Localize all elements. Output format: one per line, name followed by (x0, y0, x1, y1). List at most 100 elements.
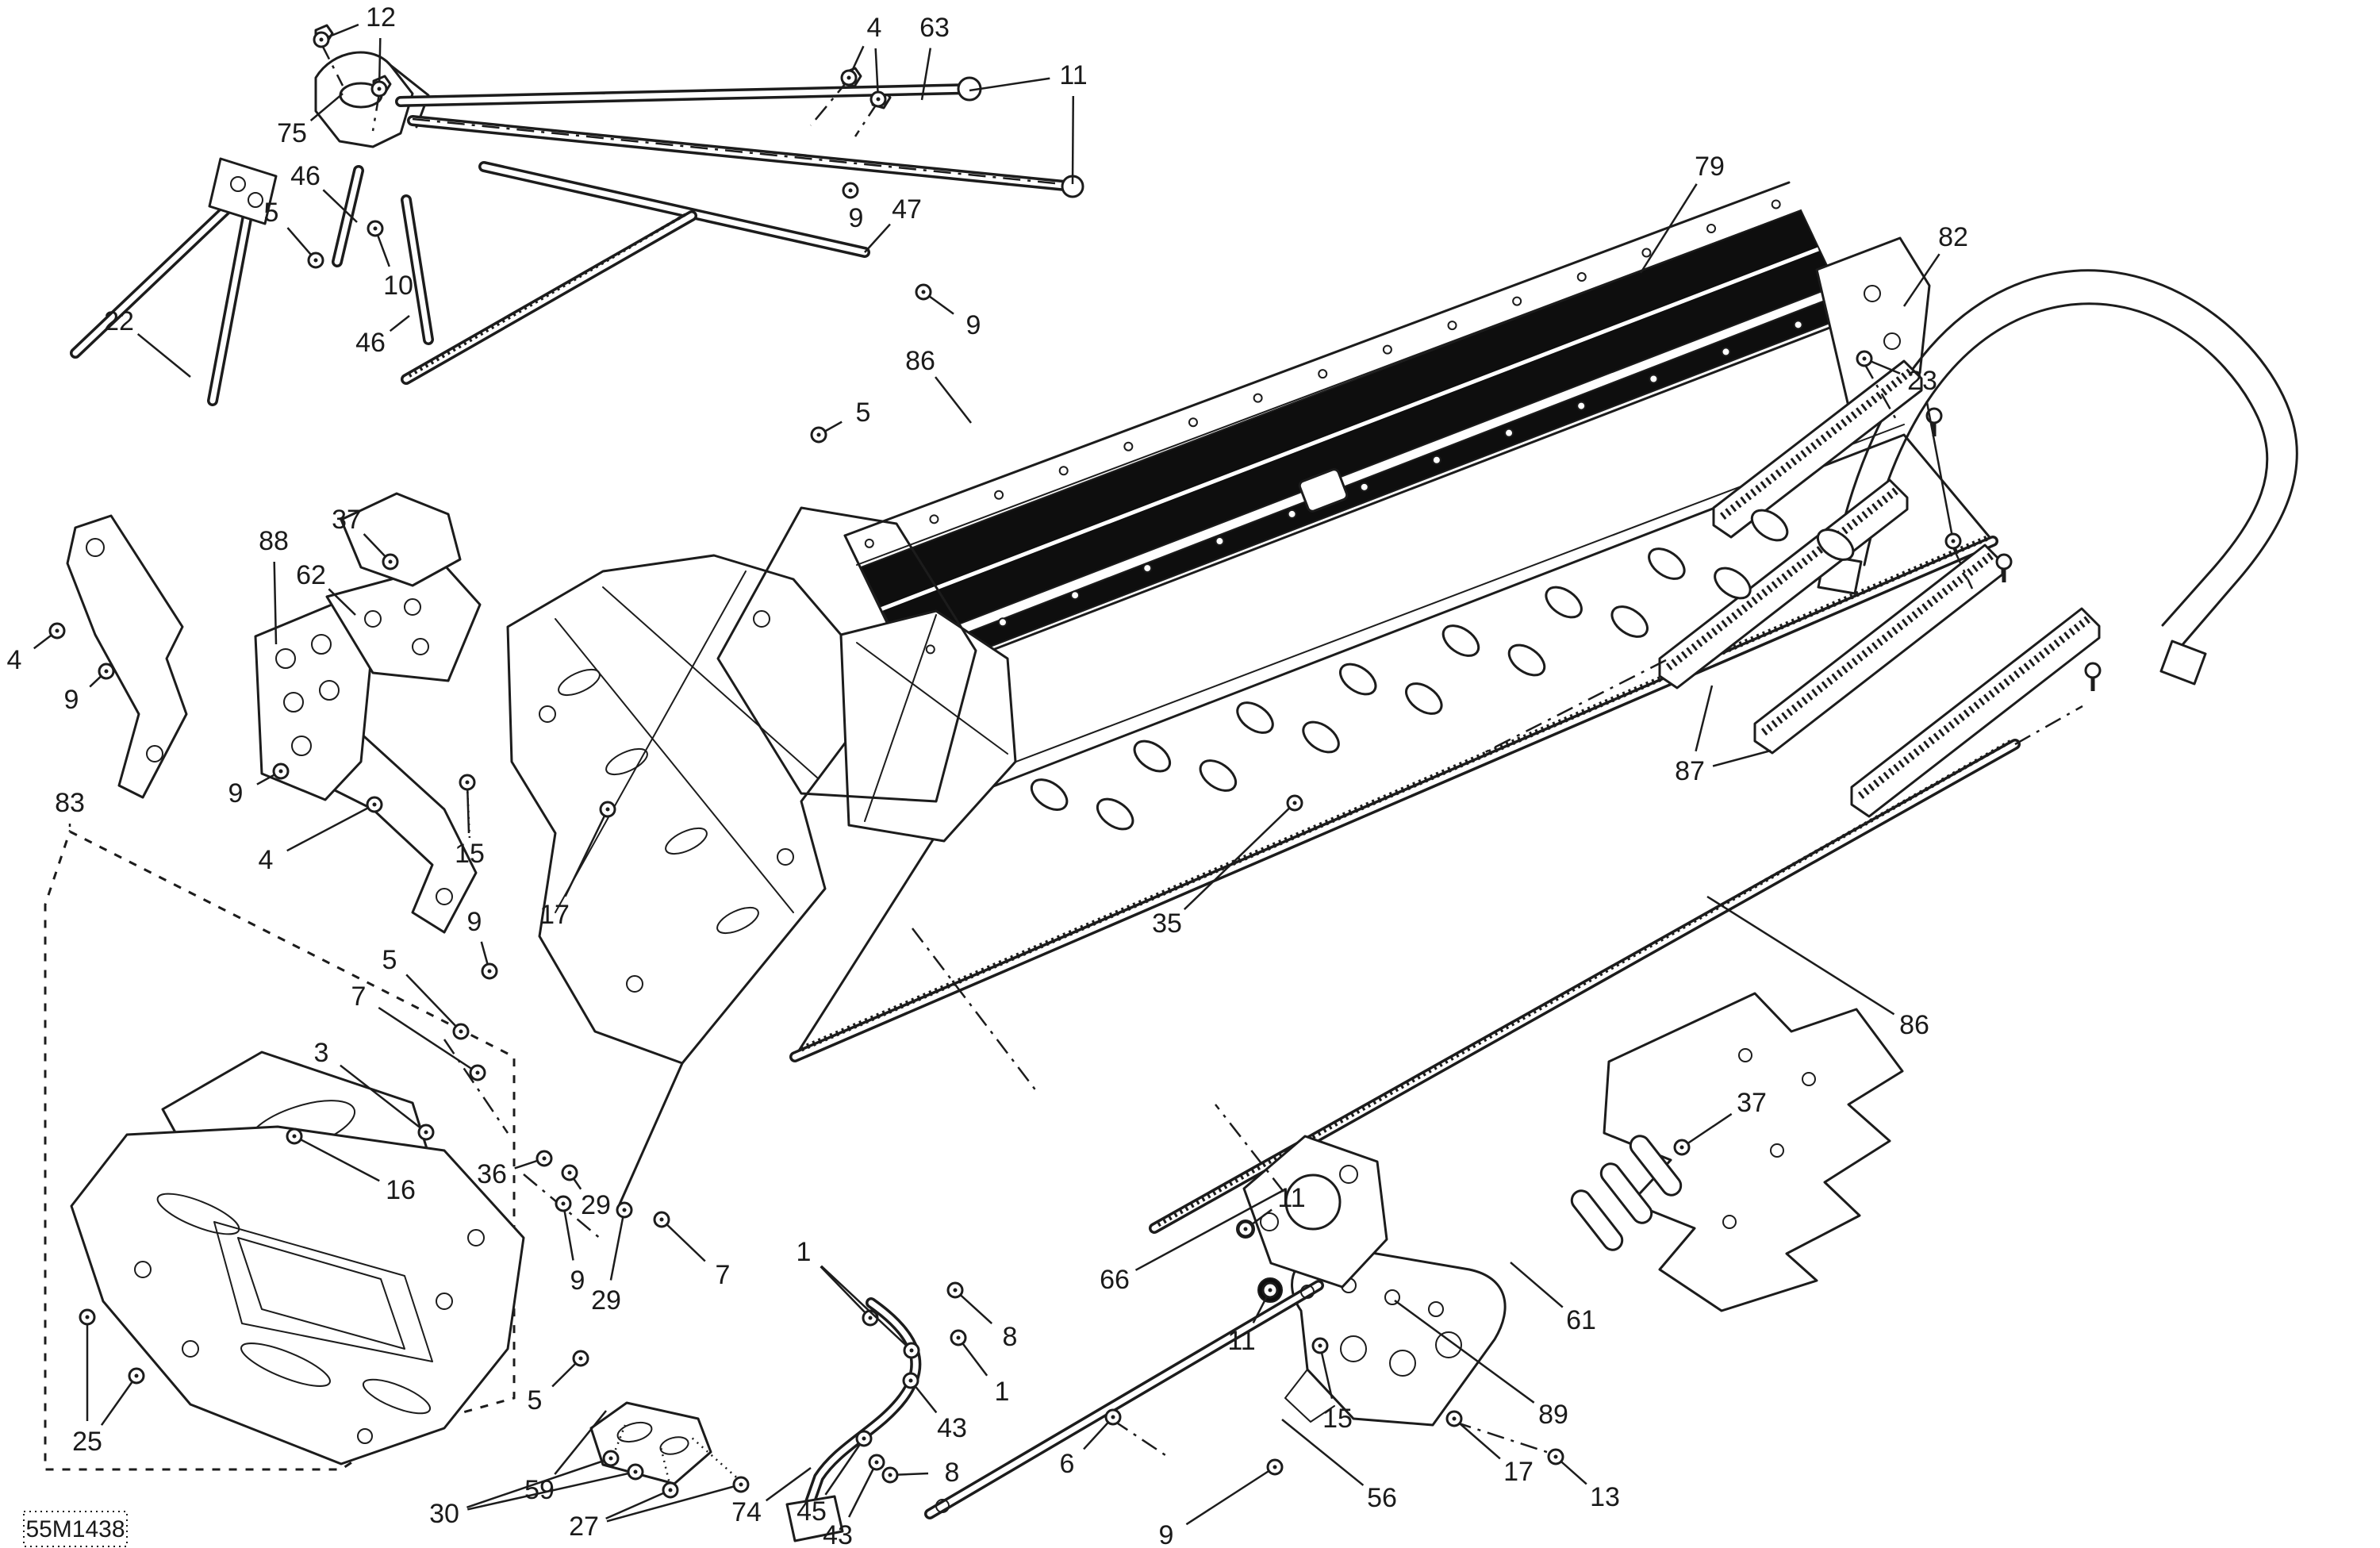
tunnel-face-edge (911, 317, 1854, 682)
leader-line (935, 376, 972, 424)
leader-line (1394, 1299, 1535, 1404)
leader-line (1712, 749, 1772, 767)
leader-line (554, 1410, 607, 1475)
slot (716, 906, 759, 935)
callout-75-1: 75 (277, 118, 307, 148)
teardrop-hole (1236, 701, 1274, 734)
tunnel-assembly (789, 181, 1998, 1062)
fastener-center (1951, 539, 1956, 544)
fastener-center (85, 1315, 90, 1319)
leader-line (1185, 1465, 1276, 1526)
callout-46-2: 46 (290, 161, 321, 191)
align (1952, 547, 1974, 590)
callout-88-22: 88 (259, 526, 289, 556)
leader-line (405, 974, 462, 1032)
leader-line (340, 1064, 427, 1133)
fastener-center (1862, 356, 1867, 361)
steering-support (314, 24, 892, 148)
callout-89-61: 89 (1538, 1400, 1568, 1430)
fastener-center (1273, 1465, 1277, 1469)
teardrop-hole (1441, 624, 1480, 657)
hole (134, 1261, 152, 1278)
bulkhead-brace (602, 586, 818, 778)
module-slot (240, 1342, 331, 1387)
rivet (1123, 441, 1134, 451)
ski-leg-left (66, 514, 188, 799)
hole (1802, 1072, 1816, 1086)
teardrop-hole (1648, 547, 1686, 580)
callout-9-31: 9 (467, 907, 482, 937)
leader-line (309, 93, 344, 121)
callout-27-45: 27 (569, 1512, 599, 1542)
big-hole (1389, 1350, 1416, 1377)
screw (2084, 662, 2102, 679)
big-hole (1435, 1331, 1462, 1358)
hole (319, 680, 340, 701)
fastener-center (372, 802, 377, 807)
callout-43-48: 43 (823, 1520, 853, 1548)
callout-13-63: 13 (1590, 1482, 1620, 1512)
fastener-center (1292, 801, 1297, 805)
leader-line (1925, 401, 1955, 542)
fastener-center (846, 75, 851, 80)
heat-exchanger-seam (880, 247, 1819, 612)
callout-4-7: 4 (867, 13, 882, 43)
fastener-center (578, 1356, 583, 1361)
pivot-hole (436, 888, 453, 905)
teardrop-hole (1199, 759, 1238, 792)
rivet (1706, 223, 1717, 233)
leader-line (322, 189, 358, 223)
leader-line (1183, 802, 1296, 911)
bracket-59 (589, 1401, 712, 1485)
fin (1629, 1135, 1683, 1197)
leader-line (920, 48, 932, 101)
leader-line (1319, 1345, 1334, 1399)
fastener-center (668, 1488, 673, 1492)
callout-9-58: 9 (1159, 1520, 1174, 1548)
rivet (1576, 401, 1587, 411)
align (691, 1437, 742, 1482)
hole (1339, 1165, 1358, 1184)
teardrop-hole (1610, 605, 1649, 638)
callout-25-41: 25 (72, 1427, 102, 1457)
callout-11-56: 11 (1227, 1326, 1255, 1356)
fastener-center (909, 1348, 914, 1353)
hole (1770, 1143, 1784, 1158)
engine-mount-66 (1242, 1135, 1388, 1289)
rivet (1070, 590, 1081, 601)
rivet (1431, 455, 1441, 465)
fastener-center (953, 1288, 958, 1293)
leader-line (824, 1438, 866, 1496)
fastener-center (561, 1201, 566, 1206)
fastener-center (868, 1316, 873, 1320)
leader-line (1134, 1189, 1284, 1271)
rail-segment (1658, 478, 1909, 689)
callout-7-40: 7 (716, 1260, 731, 1290)
fastener-center (848, 188, 853, 193)
leader-line (1681, 1112, 1733, 1149)
hole (436, 1293, 453, 1310)
rod-core (409, 117, 1076, 190)
leader-line (1281, 1419, 1365, 1486)
callout-5-3: 5 (264, 198, 279, 228)
mount-bore (1284, 1173, 1342, 1231)
leader-line (661, 1219, 706, 1262)
leader-line (328, 588, 356, 616)
leader-line (820, 1265, 912, 1351)
callout-82-16: 82 (1938, 222, 1968, 252)
callout-86-19: 86 (1899, 1010, 1929, 1040)
callout-3-34: 3 (314, 1038, 329, 1068)
leader-line (606, 1483, 742, 1523)
center-brackets (254, 492, 482, 801)
callout-17-62: 17 (1503, 1457, 1534, 1487)
bumper-tab (2159, 640, 2207, 686)
hole (364, 610, 382, 628)
hole (777, 848, 794, 866)
callout-16-35: 16 (386, 1175, 416, 1205)
rivet (1287, 509, 1297, 519)
fastener-center (605, 807, 610, 812)
teardrop-hole (1302, 720, 1340, 754)
tunnel-top-edge (843, 181, 1791, 537)
leader-line (969, 77, 1050, 92)
leader-line (378, 1006, 478, 1074)
